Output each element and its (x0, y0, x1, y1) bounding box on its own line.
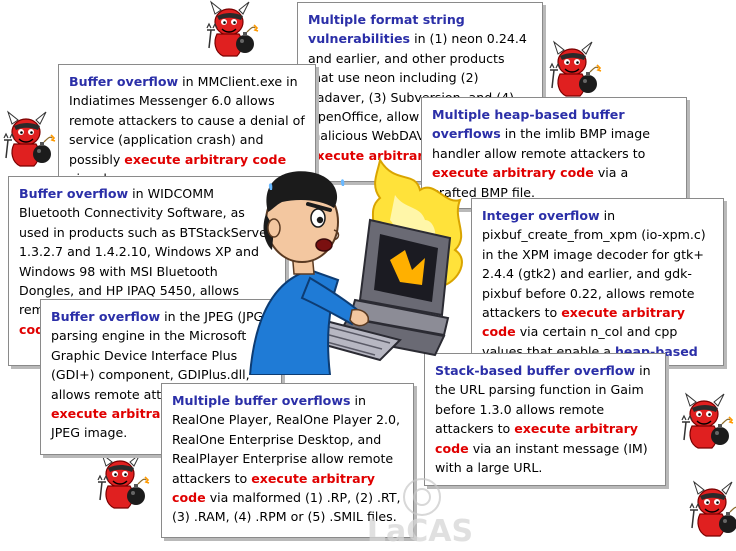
vuln-text: in the URL parsing function in Gaim befo… (435, 363, 651, 437)
vuln-text: via a crafted BMP file. (432, 165, 629, 200)
devil-bomb-icon (2, 110, 58, 170)
vuln-keyword: Multiple heap-based buffer overflows (432, 107, 625, 142)
vuln-keyword: Multiple format string vulnerabilities (308, 12, 465, 47)
vuln-keyword: Buffer overflow (51, 309, 161, 324)
vuln-text: in pixbuf_create_from_xpm (io-xpm.c) in … (482, 208, 706, 321)
exec-code-keyword: execute arbitrary code (482, 305, 685, 340)
vuln-card-text: Buffer overflow in MMClient.exe in India… (69, 72, 305, 185)
vuln-card-text: Stack-based buffer overflow in the URL p… (435, 361, 655, 477)
vuln-keyword: Integer overflow (482, 208, 600, 223)
vuln-card-stack-overflow: Stack-based buffer overflow in the URL p… (424, 353, 666, 486)
vuln-card-text: Multiple heap-based buffer overflows in … (432, 105, 676, 202)
devil-bomb-icon (548, 40, 604, 100)
hacker-at-burning-computer-icon (248, 157, 463, 375)
devil-bomb-icon (205, 0, 261, 60)
devil-bomb-icon (680, 392, 736, 452)
devil-bomb-icon (688, 480, 736, 540)
exec-code-keyword: execute arbitrary code (124, 151, 287, 167)
vuln-card-pixbuf: Integer overflow in pixbuf_create_from_x… (471, 198, 724, 366)
vuln-keyword: Stack-based buffer overflow (435, 363, 636, 378)
vuln-text: in the imlib BMP image handler allow rem… (432, 126, 650, 161)
vuln-keyword: Buffer overflow (69, 74, 179, 89)
vuln-text: in the JPEG (JPG) parsing engine in the … (51, 309, 269, 402)
vuln-text: in MMClient.exe in Indiatimes Messenger … (69, 74, 305, 167)
vuln-card-mmclient: Buffer overflow in MMClient.exe in India… (58, 64, 316, 186)
vuln-card-text: Integer overflow in pixbuf_create_from_x… (482, 206, 713, 365)
devil-bomb-icon (96, 452, 152, 512)
exec-code-keyword: execute arbitrary code (172, 470, 375, 506)
vuln-keyword: Multiple buffer overflows (172, 393, 351, 408)
vuln-card-realone: Multiple buffer overflows in RealOne Pla… (161, 383, 414, 538)
vuln-text: via an instant message (IM) with a large… (435, 440, 648, 476)
vuln-text: via malformed (1) .RP, (2) .RT, (3) .RAM… (172, 490, 401, 525)
vuln-text: in RealOne Player, RealOne Player 2.0, R… (172, 393, 401, 486)
vuln-keyword: Buffer overflow (19, 186, 129, 201)
vuln-card-imlib: Multiple heap-based buffer overflows in … (421, 97, 687, 209)
vuln-card-text: Multiple buffer overflows in RealOne Pla… (172, 391, 403, 527)
exec-code-keyword: execute arbitrary code (432, 165, 594, 181)
exec-code-keyword: execute arbitrary code (435, 421, 638, 456)
